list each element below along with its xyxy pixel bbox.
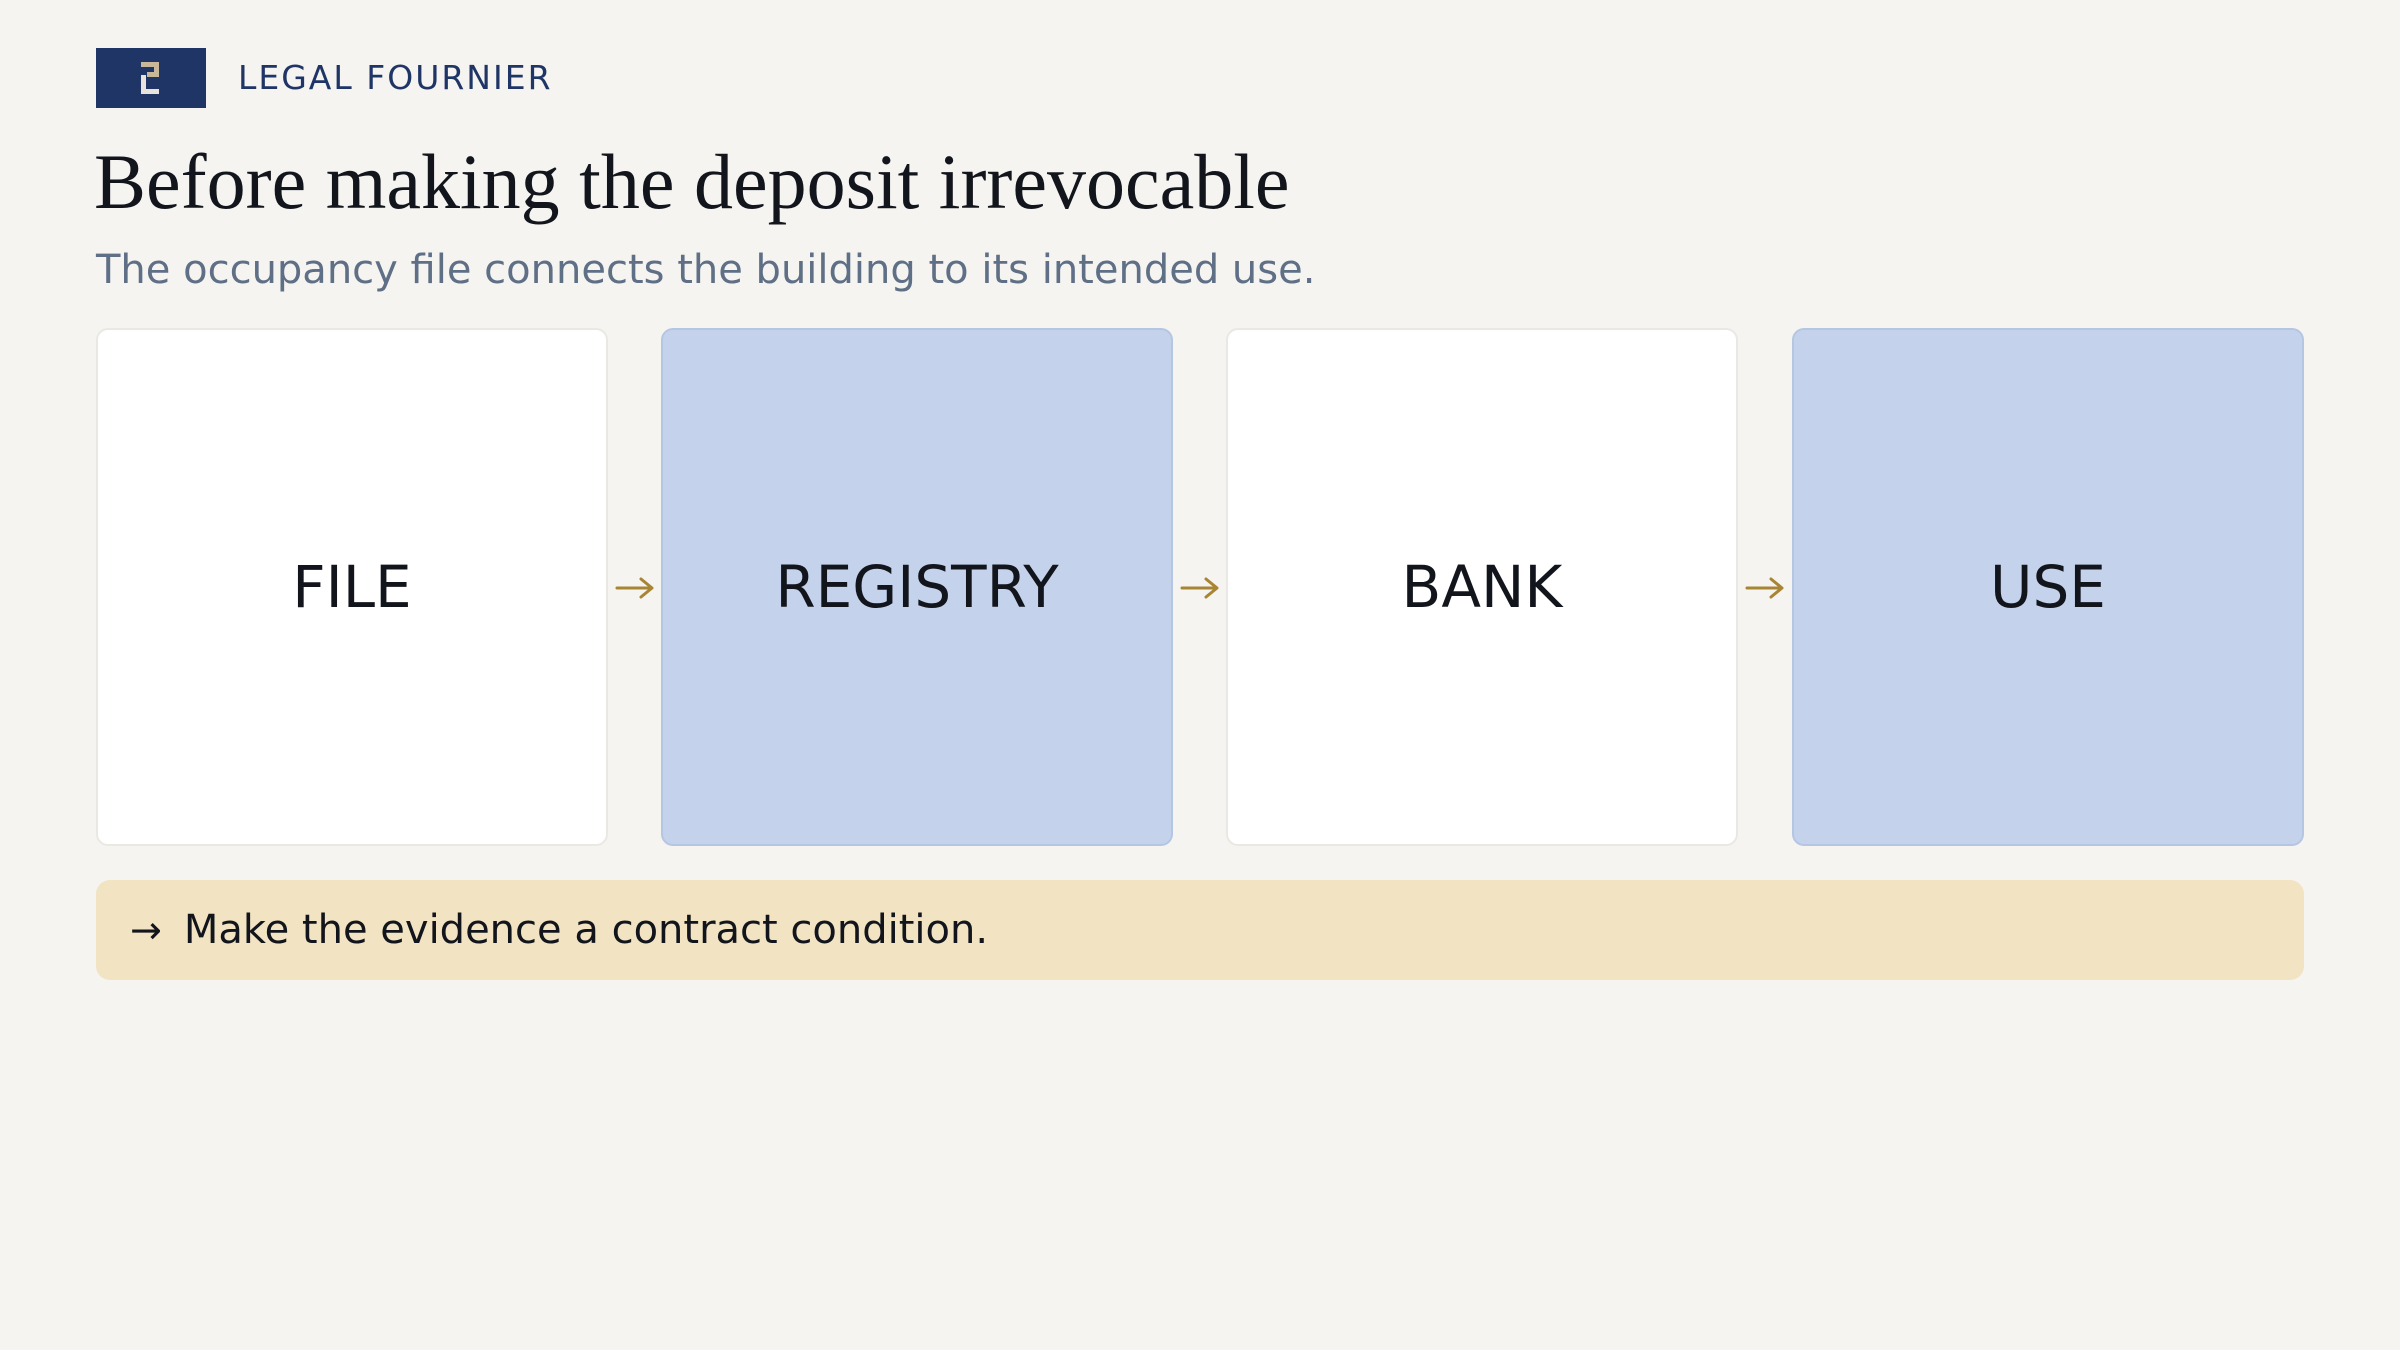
page-title: Before making the deposit irrevocable bbox=[94, 138, 1290, 225]
brand-name: LEGAL FOURNIER bbox=[238, 58, 553, 97]
step-label: BANK bbox=[1401, 553, 1563, 621]
right-arrow-icon bbox=[608, 568, 661, 608]
monogram-logo-icon bbox=[141, 62, 159, 94]
right-arrow-icon bbox=[1173, 568, 1226, 608]
process-flow: FILE REGISTRY BANK USE bbox=[96, 328, 2304, 848]
callout-text: Make the evidence a contract condition. bbox=[183, 907, 989, 953]
step-label: USE bbox=[1990, 553, 2106, 621]
step-label: REGISTRY bbox=[775, 553, 1059, 621]
step-card-use: USE bbox=[1792, 328, 2304, 846]
right-arrow-icon: → bbox=[130, 908, 162, 952]
right-arrow-icon bbox=[1738, 568, 1791, 608]
step-card-file: FILE bbox=[96, 328, 608, 846]
step-card-bank: BANK bbox=[1226, 328, 1738, 846]
step-label: FILE bbox=[292, 553, 412, 621]
page-subtitle: The occupancy file connects the building… bbox=[96, 247, 1316, 293]
step-card-registry: REGISTRY bbox=[661, 328, 1173, 846]
callout-box: → Make the evidence a contract condition… bbox=[96, 880, 2304, 980]
brand-logo bbox=[96, 48, 206, 108]
